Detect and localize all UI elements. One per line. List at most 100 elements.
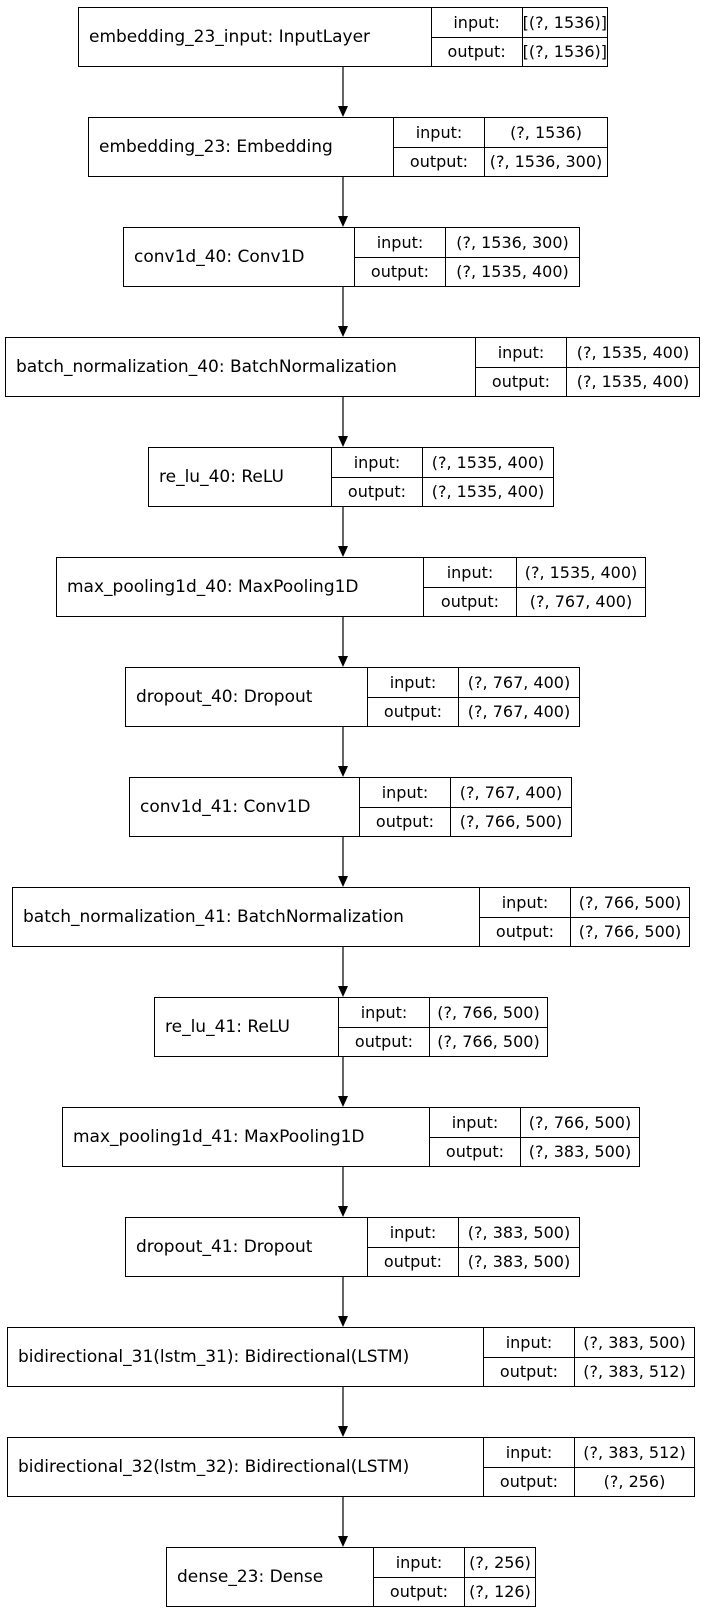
layer-name: bidirectional_32(lstm_32): Bidirectional… [8,1438,484,1496]
output-label: output: [484,1467,575,1496]
input-row: input: (?, 1535, 400) [476,338,699,367]
output-shape: (?, 383, 512) [583,1362,686,1382]
layer-name: dropout_40: Dropout [126,668,368,726]
layer-io-table: input: (?, 1536, 300) output:(?, 1535, 400… [355,228,579,286]
output-label: output: [360,807,451,836]
output-label: output: [368,1247,459,1276]
layer-name: bidirectional_31(lstm_31): Bidirectional… [8,1328,484,1386]
input-row: input:(?, 383, 500) [368,1218,579,1247]
layer-node-batch-normalization-40: batch_normalization_40: BatchNormalizati… [5,337,700,397]
output-row: output:[(?, 1536)] [431,36,607,66]
input-label: input: [432,8,523,37]
output-label: output: [332,477,423,506]
output-row: output: (?, 1535, 400) [332,476,553,506]
layer-name: re_lu_40: ReLU [149,448,332,506]
input-row: input: (?, 767, 400) [368,668,579,697]
output-shape: (?, 766, 500) [459,812,563,832]
arrow-head-icon [338,546,348,557]
input-shape: (?, 1535, 400) [431,452,545,472]
output-shape: (?, 767, 400) [467,702,571,722]
arrow-head-icon [338,106,348,117]
output-row: output:(?, 126) [374,1576,535,1606]
input-shape: [(?, 1536)] [522,12,607,32]
layer-node-bidirectional-32-lstm-32: bidirectional_32(lstm_32): Bidirectional… [7,1437,695,1497]
output-row: output:(?, 766, 500) [480,916,689,946]
arrow-head-icon [338,326,348,337]
input-label: input: [480,888,571,917]
input-shape: (?, 767, 400) [467,672,571,692]
input-shape: (?, 383, 500) [583,1332,686,1352]
output-label: output: [394,147,485,176]
input-label: input: [430,1108,521,1137]
output-shape: (?, 126) [469,1582,531,1602]
output-shape: (?, 383, 500) [528,1142,632,1162]
layer-node-bidirectional-31-lstm-31: bidirectional_31(lstm_31): Bidirectional… [7,1327,695,1387]
layer-name: re_lu_41: ReLU [155,998,339,1056]
input-row: input: (?, 383, 512) [484,1438,694,1467]
output-shape: [(?, 1536)] [522,42,607,62]
input-shape: (?, 1536) [510,122,582,142]
output-row: output: (?, 766, 500) [339,1026,547,1056]
input-shape: (?, 1535, 400) [576,342,690,362]
layer-name: dropout_41: Dropout [126,1218,368,1276]
input-row: input:(?, 256) [374,1548,535,1577]
layer-io-table: input:(?, 383, 500)output:(?, 383, 512) [484,1328,694,1386]
layer-name: embedding_23: Embedding [89,118,394,176]
input-shape: (?, 1536, 300) [456,232,569,252]
output-row: output: (?, 383, 500) [368,1246,579,1276]
output-shape: (?, 256) [603,1472,666,1492]
output-shape: (?, 766, 500) [437,1032,540,1052]
input-label: input: [484,1438,575,1467]
input-row: input: (?, 766, 500) [480,888,689,917]
output-row: output: (?, 256) [484,1466,694,1496]
layer-name: max_pooling1d_41: MaxPooling1D [63,1108,430,1166]
input-shape: (?, 766, 500) [437,1002,540,1022]
output-row: output:(?, 767, 400) [424,586,645,616]
layer-io-table: input:[(?, 1536)]output:[(?, 1536)] [431,8,607,66]
layer-io-table: input: (?, 1536) output:(?, 1536, 300) [394,118,607,176]
output-label: output: [430,1137,521,1166]
input-label: input: [355,228,446,257]
input-label: input: [476,338,567,367]
input-shape: (?, 766, 500) [578,892,682,912]
arrow-head-icon [338,1536,348,1547]
layer-name: dense_23: Dense [167,1548,374,1606]
input-label: input: [394,118,485,147]
output-label: output: [339,1027,430,1056]
layer-io-table: input:(?, 767, 400)output:(?, 767, 400) [368,668,579,726]
input-row: input: (?, 1536) [394,118,607,147]
output-shape: (?, 1535, 400) [576,372,690,392]
input-row: input:(?, 1535, 400) [424,558,645,587]
output-shape: (?, 383, 500) [467,1252,571,1272]
input-label: input: [368,1218,459,1247]
arrow-head-icon [338,1316,348,1327]
layer-io-table: input: (?, 766, 500) output:(?, 766, 500) [480,888,689,946]
input-label: input: [368,668,459,697]
layer-name: batch_normalization_41: BatchNormalizati… [13,888,480,946]
output-row: output:(?, 1535, 400) [355,256,579,286]
output-shape: (?, 1535, 400) [431,482,545,502]
layer-name: conv1d_40: Conv1D [124,228,355,286]
output-shape: (?, 1536, 300) [489,152,603,172]
arrow-head-icon [338,766,348,777]
layer-io-table: input:(?, 767, 400)output:(?, 766, 500) [360,778,571,836]
output-label: output: [374,1577,465,1606]
layer-node-batch-normalization-41: batch_normalization_41: BatchNormalizati… [12,887,690,947]
output-row: output: (?, 383, 500) [430,1136,639,1166]
output-shape: (?, 767, 400) [529,592,633,612]
input-shape: (?, 766, 500) [528,1112,632,1132]
input-label: input: [339,998,430,1027]
output-row: output: (?, 766, 500) [360,806,571,836]
input-row: input:[(?, 1536)] [432,8,607,37]
layer-io-table: input: (?, 383, 512) output: (?, 256) [484,1438,694,1496]
input-row: input: (?, 766, 500) [339,998,547,1027]
output-label: output: [355,257,446,286]
input-shape: (?, 383, 512) [583,1442,686,1462]
